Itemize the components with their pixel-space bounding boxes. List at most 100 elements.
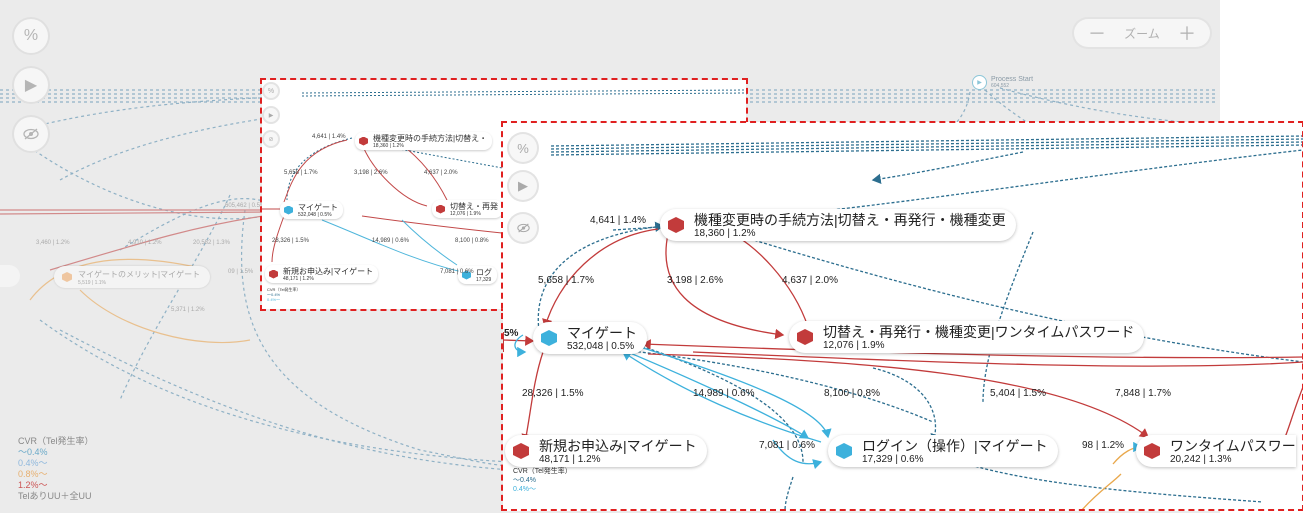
hexagon-icon (836, 443, 852, 459)
legend-title: CVR（Tel発生率） (18, 436, 94, 446)
hexagon-icon (797, 329, 813, 345)
inset-hide-button[interactable] (509, 214, 537, 242)
hide-button[interactable] (14, 117, 48, 151)
edge-label: 3,198 | 2.6% (667, 275, 723, 286)
hexagon-icon (1144, 443, 1160, 459)
node-name: 新規お申込み|マイゲート (283, 266, 374, 276)
legend-title: CVR（Tel発生率） (513, 468, 572, 475)
zoom-in-button[interactable]: ＋ (1177, 24, 1196, 44)
node-stats: 5,519 | 1.1% (78, 279, 106, 286)
inset-percent-button[interactable]: % (509, 134, 537, 162)
process-start-node[interactable]: ▶ Process Start 604,552 (972, 75, 1033, 90)
node-name: マイゲート (567, 324, 637, 341)
edge-label: 14,989 | 0.6% (693, 388, 755, 399)
zoom-out-button[interactable]: － (1088, 24, 1106, 44)
node-stats: 18,360 | 1.2% (694, 227, 756, 239)
node-stats: 532,048 | 0.5% (567, 340, 635, 352)
zoom-label: ズーム (1124, 26, 1160, 41)
node-name: ログ (476, 267, 492, 277)
edge-label: 5% (504, 328, 519, 339)
small-percent-button[interactable]: % (264, 84, 278, 98)
small-hide-button[interactable]: ⊘ (264, 132, 278, 146)
hexagon-icon (436, 204, 445, 214)
node-name: 機種変更時の手続方法|切替え・ (373, 133, 488, 143)
process-start-value: 604,552 (991, 83, 1010, 89)
node-stats: 12,076 | 1.9% (450, 210, 481, 217)
edge-label: 5,658 | 1.7% (538, 275, 594, 286)
small-edge-label: 5,658 | 1.7% (284, 170, 318, 176)
inset-play-button[interactable]: ▶ (509, 172, 537, 200)
node-stats: 20,242 | 1.3% (1170, 453, 1232, 465)
edge-label: 5,404 | 1.5% (990, 388, 1046, 399)
bg-edge-label: 20,582 | 1.3% (193, 240, 230, 246)
node-stats: 17,329 | 0.6% (862, 453, 924, 465)
node-name: ログイン（操作）|マイゲート (862, 437, 1048, 454)
node-name: マイゲートのメリット|マイゲート (78, 269, 201, 279)
hexagon-icon (668, 217, 684, 233)
legend-item: 〜0.4% (513, 477, 536, 484)
play-icon: ▶ (268, 112, 274, 119)
legend-item: 0.4%〜 (267, 297, 281, 302)
node-name: マイゲート (298, 202, 338, 212)
edge-label: 7,081 | 0.6% (759, 440, 815, 451)
node-stats: 48,171 | 1.2% (283, 275, 314, 282)
zoom-control: － ズーム ＋ (1074, 19, 1210, 47)
bg-node-mygate-merit[interactable]: マイゲートのメリット|マイゲート 5,519 | 1.1% (54, 266, 211, 288)
bg-edge-label: 5,371 | 1.2% (171, 307, 205, 313)
node-stats: 17,329 (476, 276, 492, 283)
hexagon-icon (62, 272, 72, 282)
hexagon-icon (541, 330, 557, 346)
hexagon-icon (513, 443, 529, 459)
hexagon-icon (284, 205, 293, 215)
edge-label: 28,326 | 1.5% (522, 388, 584, 399)
inset-cvr-legend: CVR（Tel発生率） 〜0.4% 0.4%〜 (513, 467, 572, 494)
small-legend: CVR（Tel発生率） 〜0.4% 0.4%〜 (267, 287, 301, 302)
small-edge-label: 3,198 | 2.6% (354, 170, 388, 176)
bg-edge-label: 605,462 | 0.5% (225, 203, 266, 209)
small-play-button[interactable]: ▶ (264, 108, 278, 122)
bg-edge-label: 09 | 1.5% (228, 269, 254, 275)
play-icon: ▶ (518, 178, 528, 193)
hexagon-icon (269, 269, 278, 279)
play-icon: ▶ (24, 77, 38, 94)
legend-item: 0.8%〜 (18, 469, 48, 479)
legend-item: 0.4%〜 (18, 458, 48, 468)
percent-icon: % (267, 87, 275, 95)
legend-item: 〜0.4% (267, 292, 281, 297)
percent-icon: % (517, 140, 529, 156)
percent-toggle-button[interactable]: % (14, 19, 48, 53)
play-button[interactable]: ▶ (14, 68, 48, 102)
edge-label: 4,637 | 2.0% (782, 275, 838, 286)
edge-label: 8,100 | 0.8% (824, 388, 880, 399)
edge-label: 7,848 | 1.7% (1115, 388, 1171, 399)
small-edge-label: 4,641 | 1.4% (312, 134, 346, 140)
node-name: 切替え・再発 (450, 201, 498, 211)
edge-label: 4,641 | 1.4% (590, 215, 646, 226)
small-edge-label: 7,081 | 0.6% (440, 269, 474, 275)
legend-item: 〜0.4% (18, 447, 48, 457)
small-node-kishu[interactable]: 機種変更時の手続方法|切替え・18,360 | 1.2% (355, 132, 493, 150)
node-name: ワンタイムパスワー (1170, 437, 1296, 454)
small-edge-label: 28,326 | 1.5% (272, 238, 309, 244)
node-name: 新規お申込み|マイゲート (539, 437, 697, 454)
cvr-legend: CVR（Tel発生率） 〜0.4% 0.4%〜 0.8%〜 1.2%〜 Telあ… (18, 436, 94, 502)
small-edge-label: 4,637 | 2.0% (424, 170, 458, 176)
eye-off-icon (23, 128, 39, 140)
small-edge-label: 8,100 | 0.8% (455, 238, 489, 244)
process-start-label: Process Start (991, 76, 1034, 83)
bg-edge-stub (0, 265, 20, 287)
legend-footer: TelありUU＋全UU (18, 491, 92, 501)
legend-item: 0.4%〜 (513, 486, 536, 493)
